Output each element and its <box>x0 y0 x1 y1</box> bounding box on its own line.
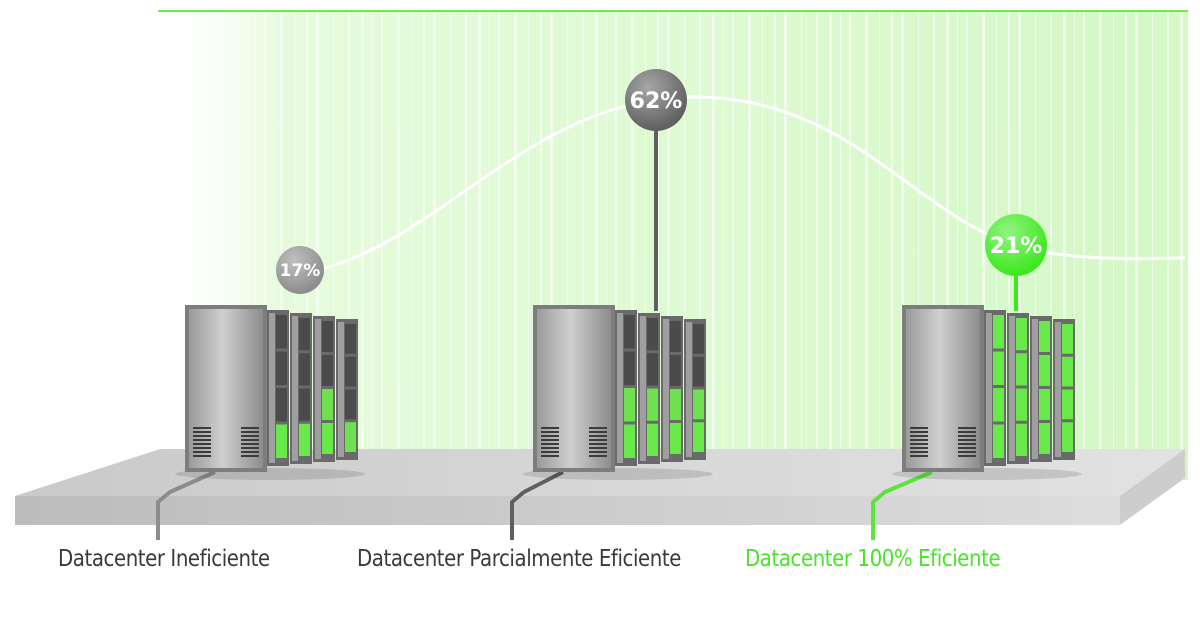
datacenter-1: 62% <box>510 69 713 540</box>
datacenter-label-parcialmente-eficiente: Datacenter Parcialmente Eficiente <box>357 546 681 572</box>
percentage-bubble: 62% <box>625 69 687 131</box>
server-rack <box>185 305 358 472</box>
percentage-value: 62% <box>630 89 683 114</box>
percentage-bubble: 17% <box>276 246 324 294</box>
percentage-value: 21% <box>990 234 1043 259</box>
datacenter-2: 21% <box>871 214 1082 540</box>
server-rack <box>902 305 1075 472</box>
server-rack <box>533 305 706 472</box>
percentage-value: 17% <box>280 261 321 281</box>
bubble-stem <box>1014 276 1018 311</box>
trend-curve <box>289 95 1186 277</box>
leader-line <box>156 470 216 540</box>
datacenter-label-ineficiente: Datacenter Ineficiente <box>58 546 270 572</box>
datacenter-0: 17% <box>156 246 365 540</box>
datacenter-label-100-eficiente: Datacenter 100% Eficiente <box>745 546 1001 572</box>
percentage-bubble: 21% <box>985 214 1047 276</box>
leader-line <box>871 470 933 540</box>
bubble-stem <box>654 131 658 311</box>
leader-line <box>510 470 564 540</box>
